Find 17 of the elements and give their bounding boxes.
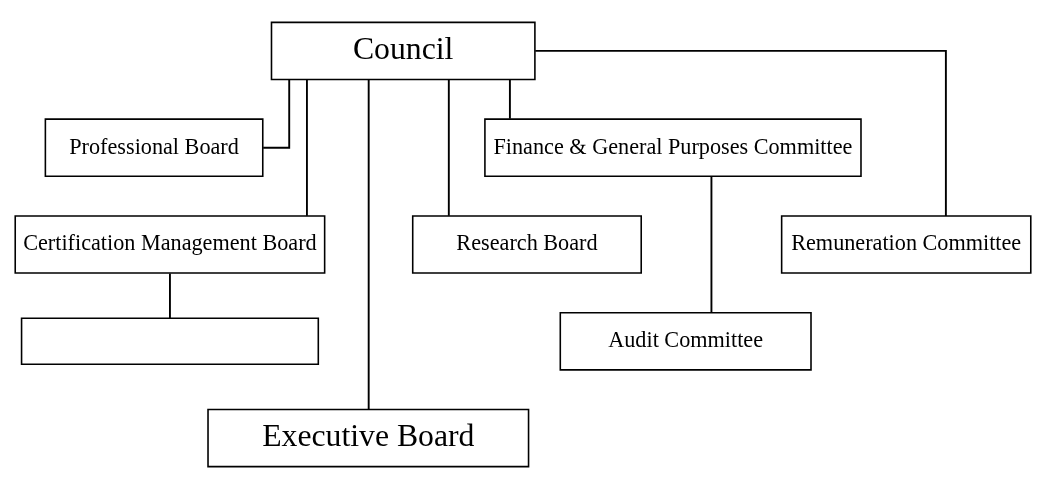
node-box: Remuneration Committee xyxy=(780,215,1032,274)
connector xyxy=(508,79,511,120)
connector xyxy=(169,272,171,320)
node-box: Audit Committee xyxy=(559,311,812,371)
node-box: Executive Board xyxy=(207,408,530,468)
node-box: Certification Management Board xyxy=(14,215,326,274)
node-box xyxy=(20,317,320,366)
node-box: Council xyxy=(270,21,536,81)
node-box: Professional Board xyxy=(44,118,264,178)
node-box: Research Board xyxy=(411,215,642,274)
connector xyxy=(367,79,370,411)
node-box: Finance & General Purposes Committee xyxy=(484,118,862,178)
connector xyxy=(534,49,947,217)
connector xyxy=(262,79,291,149)
connector xyxy=(447,78,450,217)
connector xyxy=(710,175,713,314)
connector xyxy=(305,78,308,217)
